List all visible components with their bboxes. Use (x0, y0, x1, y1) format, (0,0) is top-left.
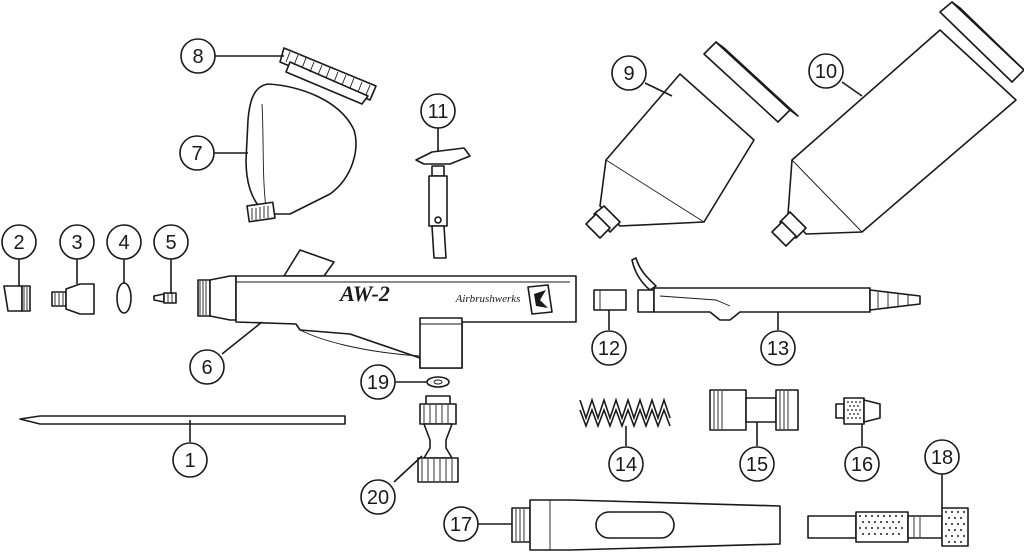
callout-3: 3 (59, 224, 95, 260)
callout-label: 7 (191, 143, 202, 165)
callout-label: 8 (192, 46, 203, 68)
callout-5: 5 (153, 224, 189, 260)
callout-9: 9 (611, 55, 647, 91)
callout-19: 19 (360, 364, 396, 400)
part-needle (19, 415, 346, 425)
part-needle-chucking-nut (835, 397, 881, 425)
part-o-ring (116, 282, 132, 314)
callout-16: 16 (844, 446, 880, 482)
callout-label: 16 (851, 454, 873, 476)
callout-label: 13 (767, 338, 789, 360)
callout-label: 4 (118, 232, 129, 254)
part-needle-chucking-guide (631, 257, 921, 321)
callout-14: 14 (608, 446, 644, 482)
callout-20: 20 (360, 479, 396, 515)
leader-lines (18, 55, 943, 525)
part-cup-lid (279, 47, 377, 105)
callout-4: 4 (106, 224, 142, 260)
callout-label: 12 (598, 338, 620, 360)
part-nozzle (51, 283, 95, 315)
part-small-siphon-bottle (585, 41, 799, 239)
callout-6: 6 (189, 349, 225, 385)
callout-label: 6 (201, 357, 212, 379)
callout-1: 1 (172, 442, 208, 478)
part-spring-guide (709, 389, 799, 431)
part-nozzle-tip (153, 292, 177, 304)
callout-label: 14 (615, 454, 637, 476)
callout-label: 5 (165, 232, 176, 254)
callout-8: 8 (180, 38, 216, 74)
callout-label: 10 (815, 61, 837, 83)
callout-label: 19 (367, 372, 389, 394)
part-large-siphon-bottle (771, 1, 1024, 247)
callout-17: 17 (443, 506, 479, 542)
callout-label: 1 (184, 450, 195, 472)
callout-label: 9 (623, 63, 634, 85)
callout-label: 17 (450, 514, 472, 536)
callout-label: 20 (367, 487, 389, 509)
brand-logo-emblem-icon (527, 284, 553, 315)
part-lock-nut (593, 289, 627, 311)
callout-label: 11 (428, 101, 449, 123)
part-handle (511, 499, 781, 551)
callout-12: 12 (591, 330, 627, 366)
part-air-valve-o-ring (426, 376, 450, 388)
callout-10: 10 (808, 53, 844, 89)
callout-11: 11 (420, 93, 456, 129)
callout-15: 15 (739, 446, 775, 482)
part-gravity-cup (245, 83, 357, 223)
part-main-body: AW-2 Airbrushwerks (197, 249, 577, 369)
part-air-valve (417, 395, 459, 483)
callout-label: 15 (746, 454, 768, 476)
callout-7: 7 (179, 135, 215, 171)
part-nozzle-cap (3, 285, 31, 312)
callout-2: 2 (1, 224, 37, 260)
callout-label: 3 (71, 232, 82, 254)
callout-13: 13 (760, 330, 796, 366)
brand-logo-text: Airbrushwerks (455, 293, 521, 305)
callout-18: 18 (924, 439, 960, 475)
part-hose-connector (807, 507, 969, 547)
part-trigger (415, 147, 471, 259)
callout-label: 2 (13, 232, 24, 254)
callout-label: 18 (931, 447, 953, 469)
part-spring (579, 397, 671, 429)
model-label: AW-2 (338, 281, 390, 306)
